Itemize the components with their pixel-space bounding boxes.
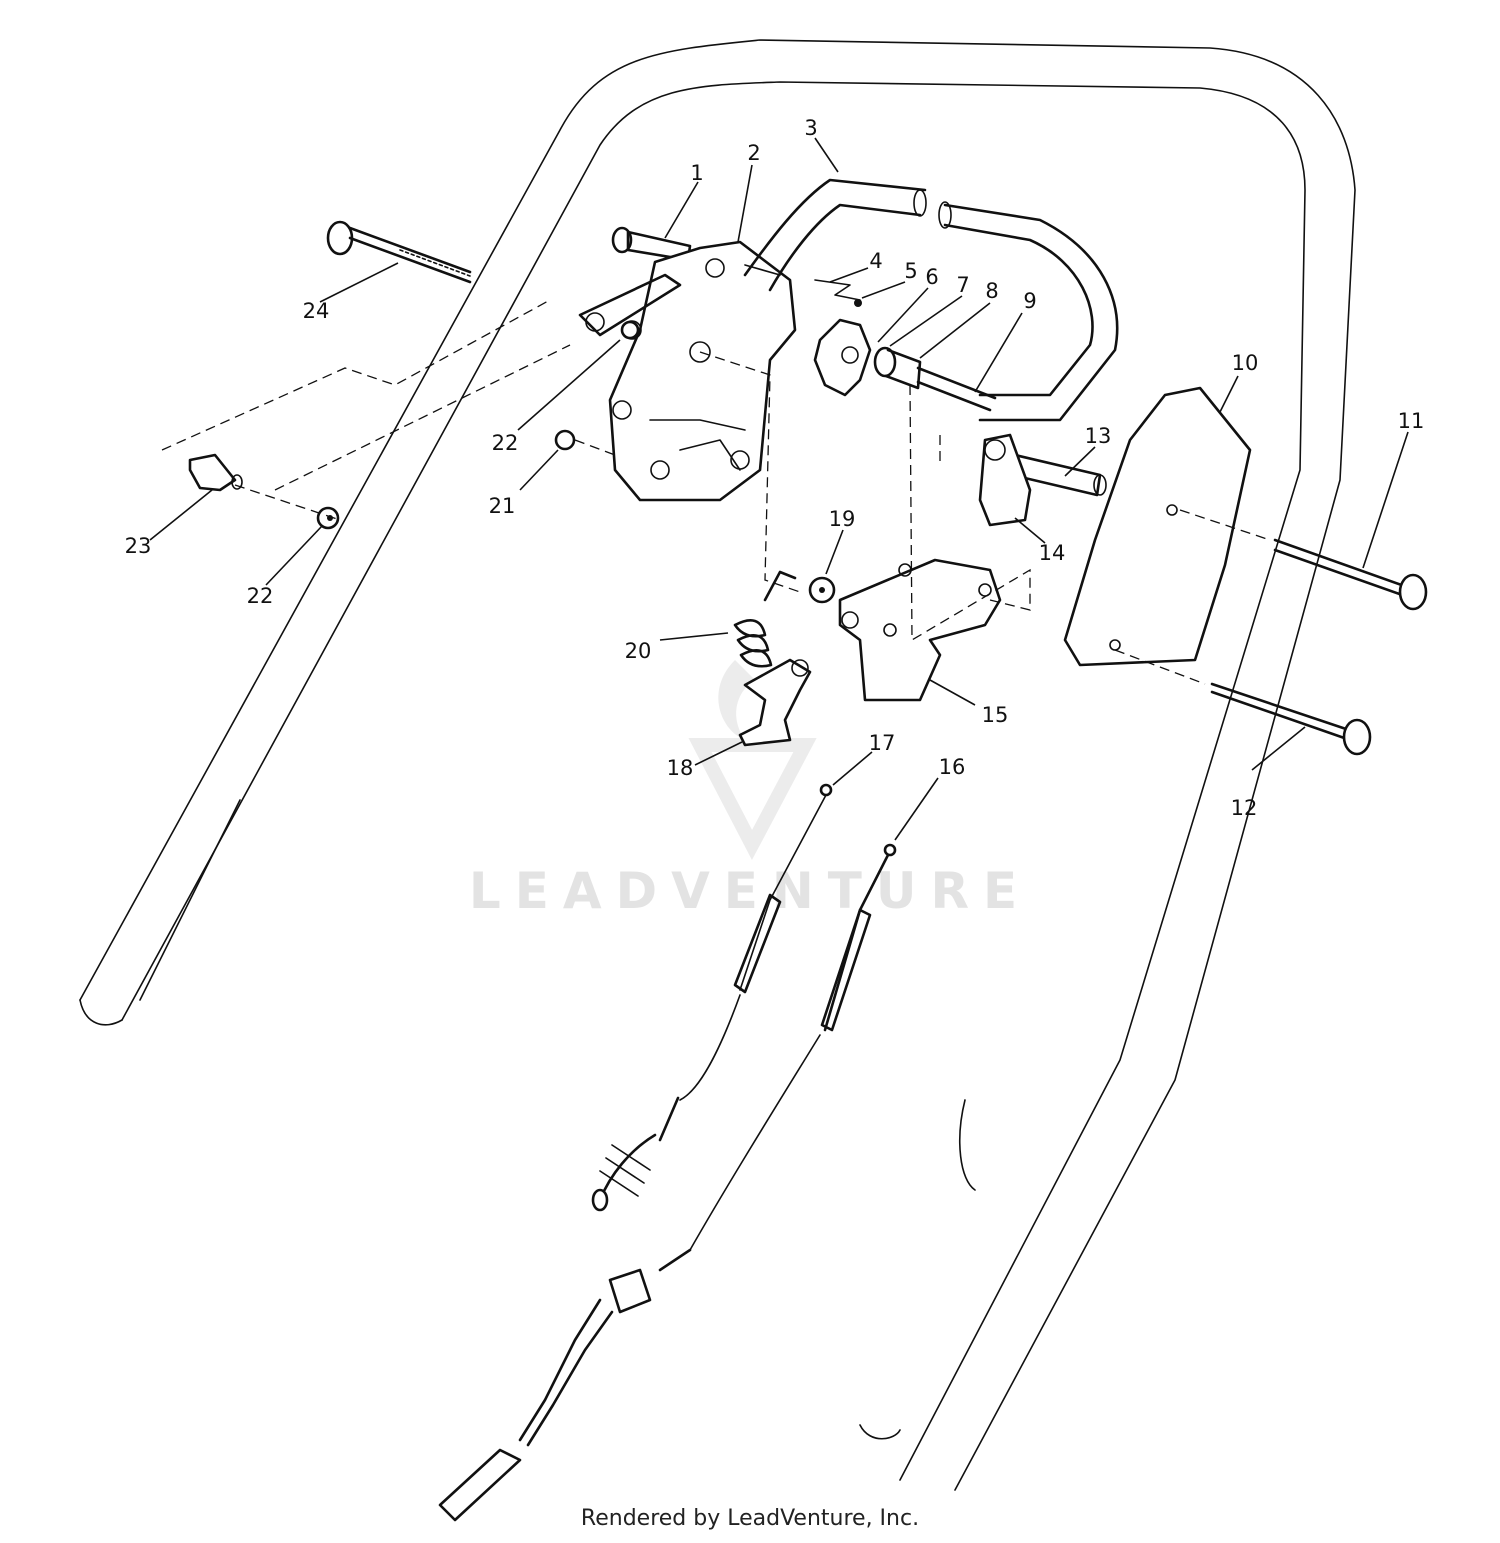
callout-12: 12 [1231,796,1258,820]
part-6-cam [813,318,872,397]
callout-21: 21 [489,494,516,518]
part-4-spring [814,279,861,301]
part-8-spacer [884,348,922,390]
callout-7: 7 [956,273,969,297]
part-22-nut-upper [620,320,640,340]
alignment-lines [161,299,1271,685]
part-10-cover [1063,386,1252,667]
callout-1: 1 [690,161,703,185]
callout-13: 13 [1085,424,1112,448]
part-15-bracket [838,558,1002,702]
callout-8: 8 [985,279,998,303]
callout-22-lower: 22 [247,584,274,608]
callout-15: 15 [982,703,1009,727]
leader-lines [149,137,1409,841]
callout-19: 19 [829,507,856,531]
part-17-cable [591,783,833,1212]
upper-handle-frame [79,39,1356,1491]
callout-18: 18 [667,756,694,780]
part-9-shaft [916,366,997,412]
part-2-control-housing [608,240,797,502]
callout-10: 10 [1232,351,1259,375]
part-5-washer [854,299,862,307]
callout-14: 14 [1039,541,1066,565]
part-16-cable [438,843,897,1522]
part-23-bushing [188,453,243,492]
callout-6: 6 [925,265,938,289]
callout-16: 16 [939,755,966,779]
callout-3: 3 [804,116,817,140]
callout-20: 20 [625,639,652,663]
part-11-bolt [1273,538,1428,611]
callout-4: 4 [869,249,882,273]
callout-9: 9 [1023,289,1036,313]
part-12-bolt [1210,682,1372,756]
callout-24: 24 [303,299,330,323]
part-20-spring [733,570,797,668]
part-3-bail-handle [743,178,1119,422]
leadventure-watermark: LEADVENTURE [469,660,1031,920]
part-19-washer [808,576,836,604]
callout-11: 11 [1398,409,1425,433]
callout-23: 23 [125,534,152,558]
callout-5: 5 [904,259,917,283]
callout-17: 17 [869,731,896,755]
part-13-pin [1010,453,1107,497]
part-14-lever [978,433,1032,527]
part-22-nut-lower [316,506,340,530]
part-21-nut [554,429,576,451]
callout-22-upper: 22 [492,431,519,455]
part-18-latch [738,658,812,747]
watermark-text: LEADVENTURE [469,862,1031,920]
rendered-by-footer: Rendered by LeadVenture, Inc. [580,1506,920,1531]
callout-2: 2 [747,141,760,165]
callout-labels: 1 2 3 4 5 6 7 8 9 10 11 12 13 14 15 16 1… [125,116,1425,820]
part-24-carriage-bolt [326,220,472,284]
